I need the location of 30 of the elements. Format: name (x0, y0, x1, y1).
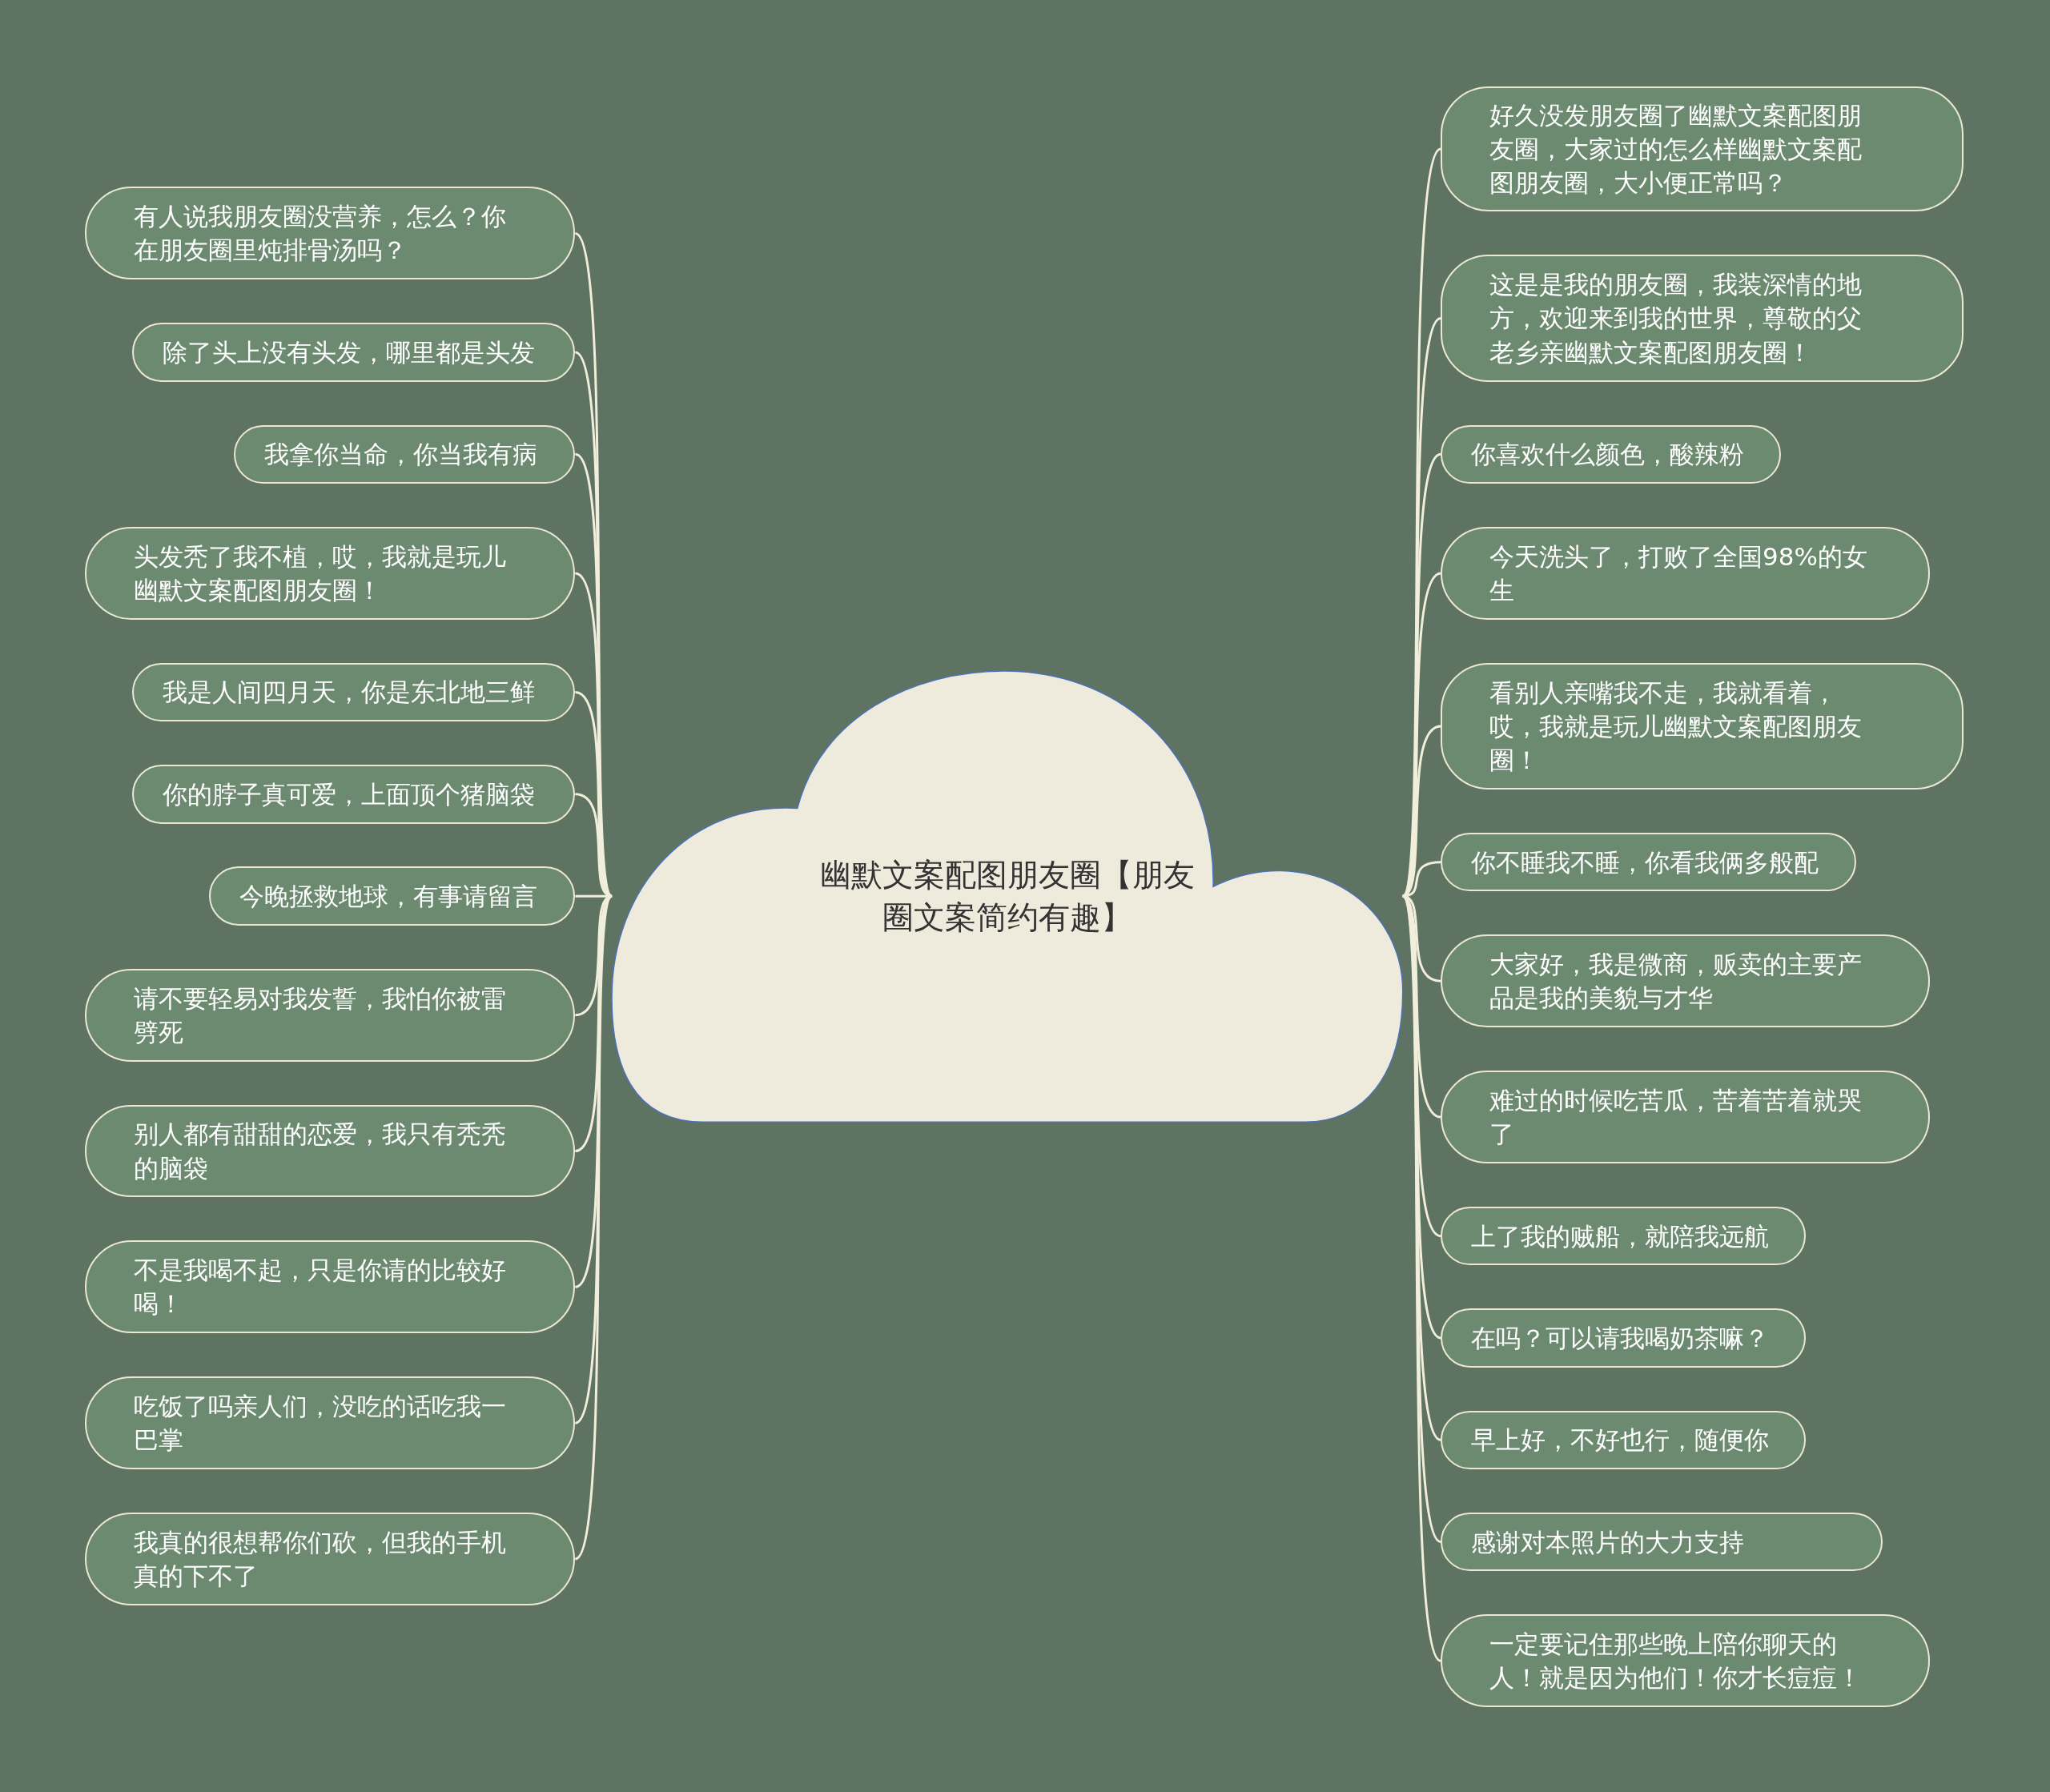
topic-box: 你的脖子真可爱，上面顶个猪脑袋 (131, 765, 576, 824)
topic-box: 在吗？可以请我喝奶茶嘛？ (1441, 1308, 1806, 1368)
topic-box: 今天洗头了，打败了全国98%的女生 (1441, 526, 1930, 620)
topic-box: 你不睡我不睡，你看我俩多般配 (1441, 833, 1857, 892)
connector-line (1401, 895, 1442, 1662)
topic-box: 有人说我朋友圈没营养，怎么？你在朋友圈里炖排骨汤吗？ (85, 187, 576, 280)
topic-box: 感谢对本照片的大力支持 (1441, 1512, 1883, 1572)
topic-box: 早上好，不好也行，随便你 (1441, 1410, 1806, 1470)
topic-box: 看别人亲嘴我不走，我就看着，哎，我就是玩儿幽默文案配图朋友圈！ (1441, 662, 1964, 790)
connector-line (574, 895, 613, 1560)
connector-line (574, 352, 613, 897)
topic-box: 好久没发朋友圈了幽默文案配图朋友圈，大家过的怎么样幽默文案配图朋友圈，大小便正常吗？ (1441, 86, 1964, 212)
topic-box: 我拿你当命，你当我有病 (234, 424, 576, 484)
topic-box: 大家好，我是微商，贩卖的主要产品是我的美貌与才华 (1441, 934, 1930, 1028)
topic-box: 上了我的贼船，就陪我远航 (1441, 1206, 1806, 1266)
topic-box: 别人都有甜甜的恋爱，我只有秃秃的脑袋 (85, 1104, 576, 1198)
topic-box: 我是人间四月天，你是东北地三鲜 (131, 662, 576, 722)
topic-box: 难过的时候吃苦瓜，苦着苦着就哭了 (1441, 1071, 1930, 1164)
topic-box: 我真的很想帮你们砍，但我的手机真的下不了 (85, 1512, 576, 1605)
topic-box: 不是我喝不起，只是你请的比较好喝！ (85, 1240, 576, 1334)
central-cloud: 幽默文案配图朋友圈【朋友圈文案简约有趣】 (612, 670, 1403, 1122)
topic-box: 今晚拯救地球，有事请留言 (209, 866, 576, 926)
topic-box: 一定要记住那些晚上陪你聊天的人！就是因为他们！你才长痘痘！ (1441, 1614, 1930, 1708)
topic-box: 头发秃了我不植，哎，我就是玩儿幽默文案配图朋友圈！ (85, 526, 576, 620)
topic-box: 吃饭了吗亲人们，没吃的话吃我一巴掌 (85, 1376, 576, 1470)
topic-box: 请不要轻易对我发誓，我怕你被雷劈死 (85, 968, 576, 1062)
connector-line (1401, 148, 1442, 897)
topic-box: 你喜欢什么颜色，酸辣粉 (1441, 424, 1781, 484)
topic-box: 这是是我的朋友圈，我装深情的地方，欢迎来到我的世界，尊敬的父老乡亲幽默文案配图朋友圈！ (1441, 255, 1964, 382)
topic-box: 除了头上没有头发，哪里都是头发 (131, 323, 576, 382)
